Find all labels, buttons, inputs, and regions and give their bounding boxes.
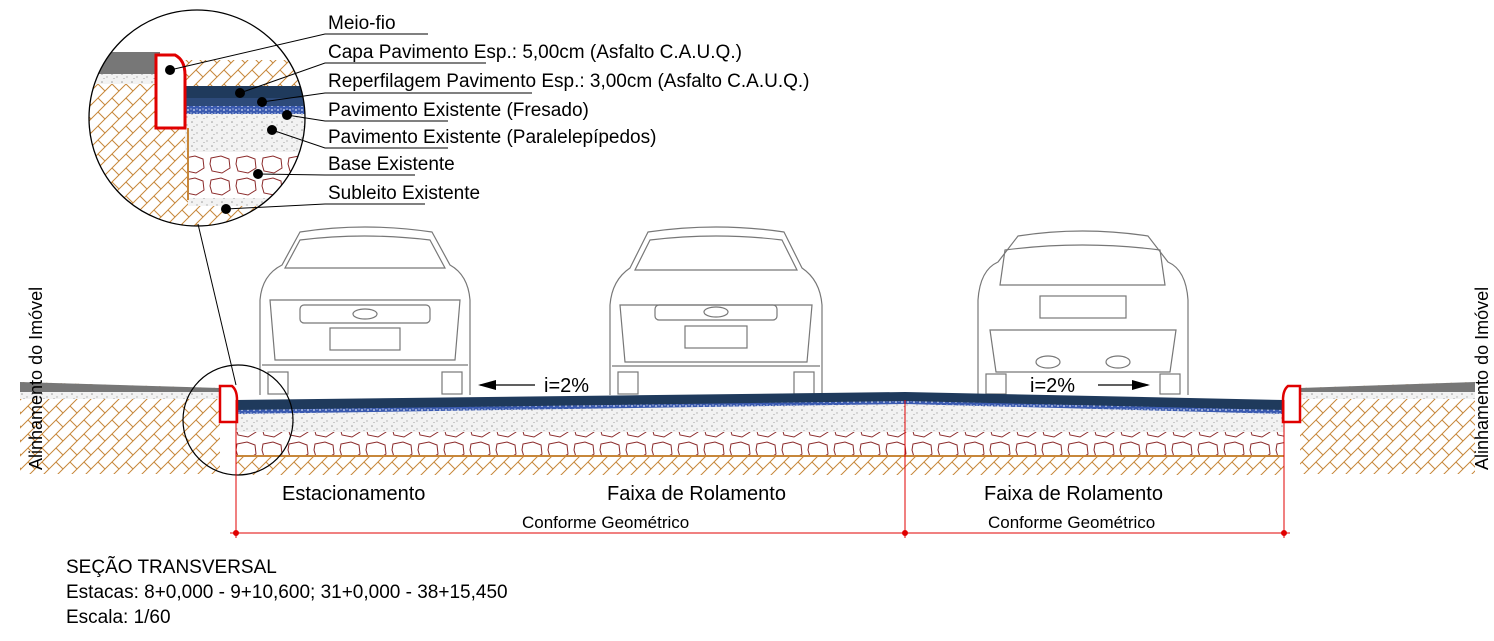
layer-legend: Meio-fio Capa Pavimento Esp.: 5,00cm (As… [328,13,810,204]
slope-left-label: i=2% [544,375,589,397]
legend-leaders [169,33,532,210]
legend-base: Base Existente [328,154,455,175]
section-scale: Escala: 1/60 [66,607,171,628]
detail-callout [88,9,532,386]
dimension-lines [230,400,1290,538]
legend-curb: Meio-fio [328,13,396,34]
legend-reperfilagem: Reperfilagem Pavimento Esp.: 3,00cm (Asf… [328,71,810,92]
slope-right-label: i=2% [1030,375,1075,397]
legend-capa: Capa Pavimento Esp.: 5,00cm (Asfalto C.A… [328,42,742,63]
car-left [259,226,471,395]
legend-dots [165,65,292,214]
lane-right-label: Faixa de Rolamento [984,483,1163,505]
slope-right: i=2% [1030,375,1150,397]
car-right [977,230,1189,395]
section-stations: Estacas: 8+0,000 - 9+10,600; 31+0,000 - … [66,582,508,603]
legend-subleito: Subleito Existente [328,183,480,204]
lane-left-label: Faixa de Rolamento [607,483,786,505]
legend-fresado: Pavimento Existente (Fresado) [328,100,589,121]
car-center [609,226,823,395]
property-line-left-label: Alinhamento do Imóvel [26,287,46,470]
dimension-right-label: Conforme Geométrico [988,513,1155,532]
dimension-left-label: Conforme Geométrico [522,513,689,532]
lane-parking-label: Estacionamento [282,483,425,505]
section-title: SEÇÃO TRANSVERSAL [66,557,277,578]
property-line-right-label: Alinhamento do Imóvel [1472,287,1492,470]
legend-paralelepipedos: Pavimento Existente (Paralelepípedos) [328,127,656,148]
slope-left: i=2% [478,375,589,397]
road-section [20,364,1475,476]
